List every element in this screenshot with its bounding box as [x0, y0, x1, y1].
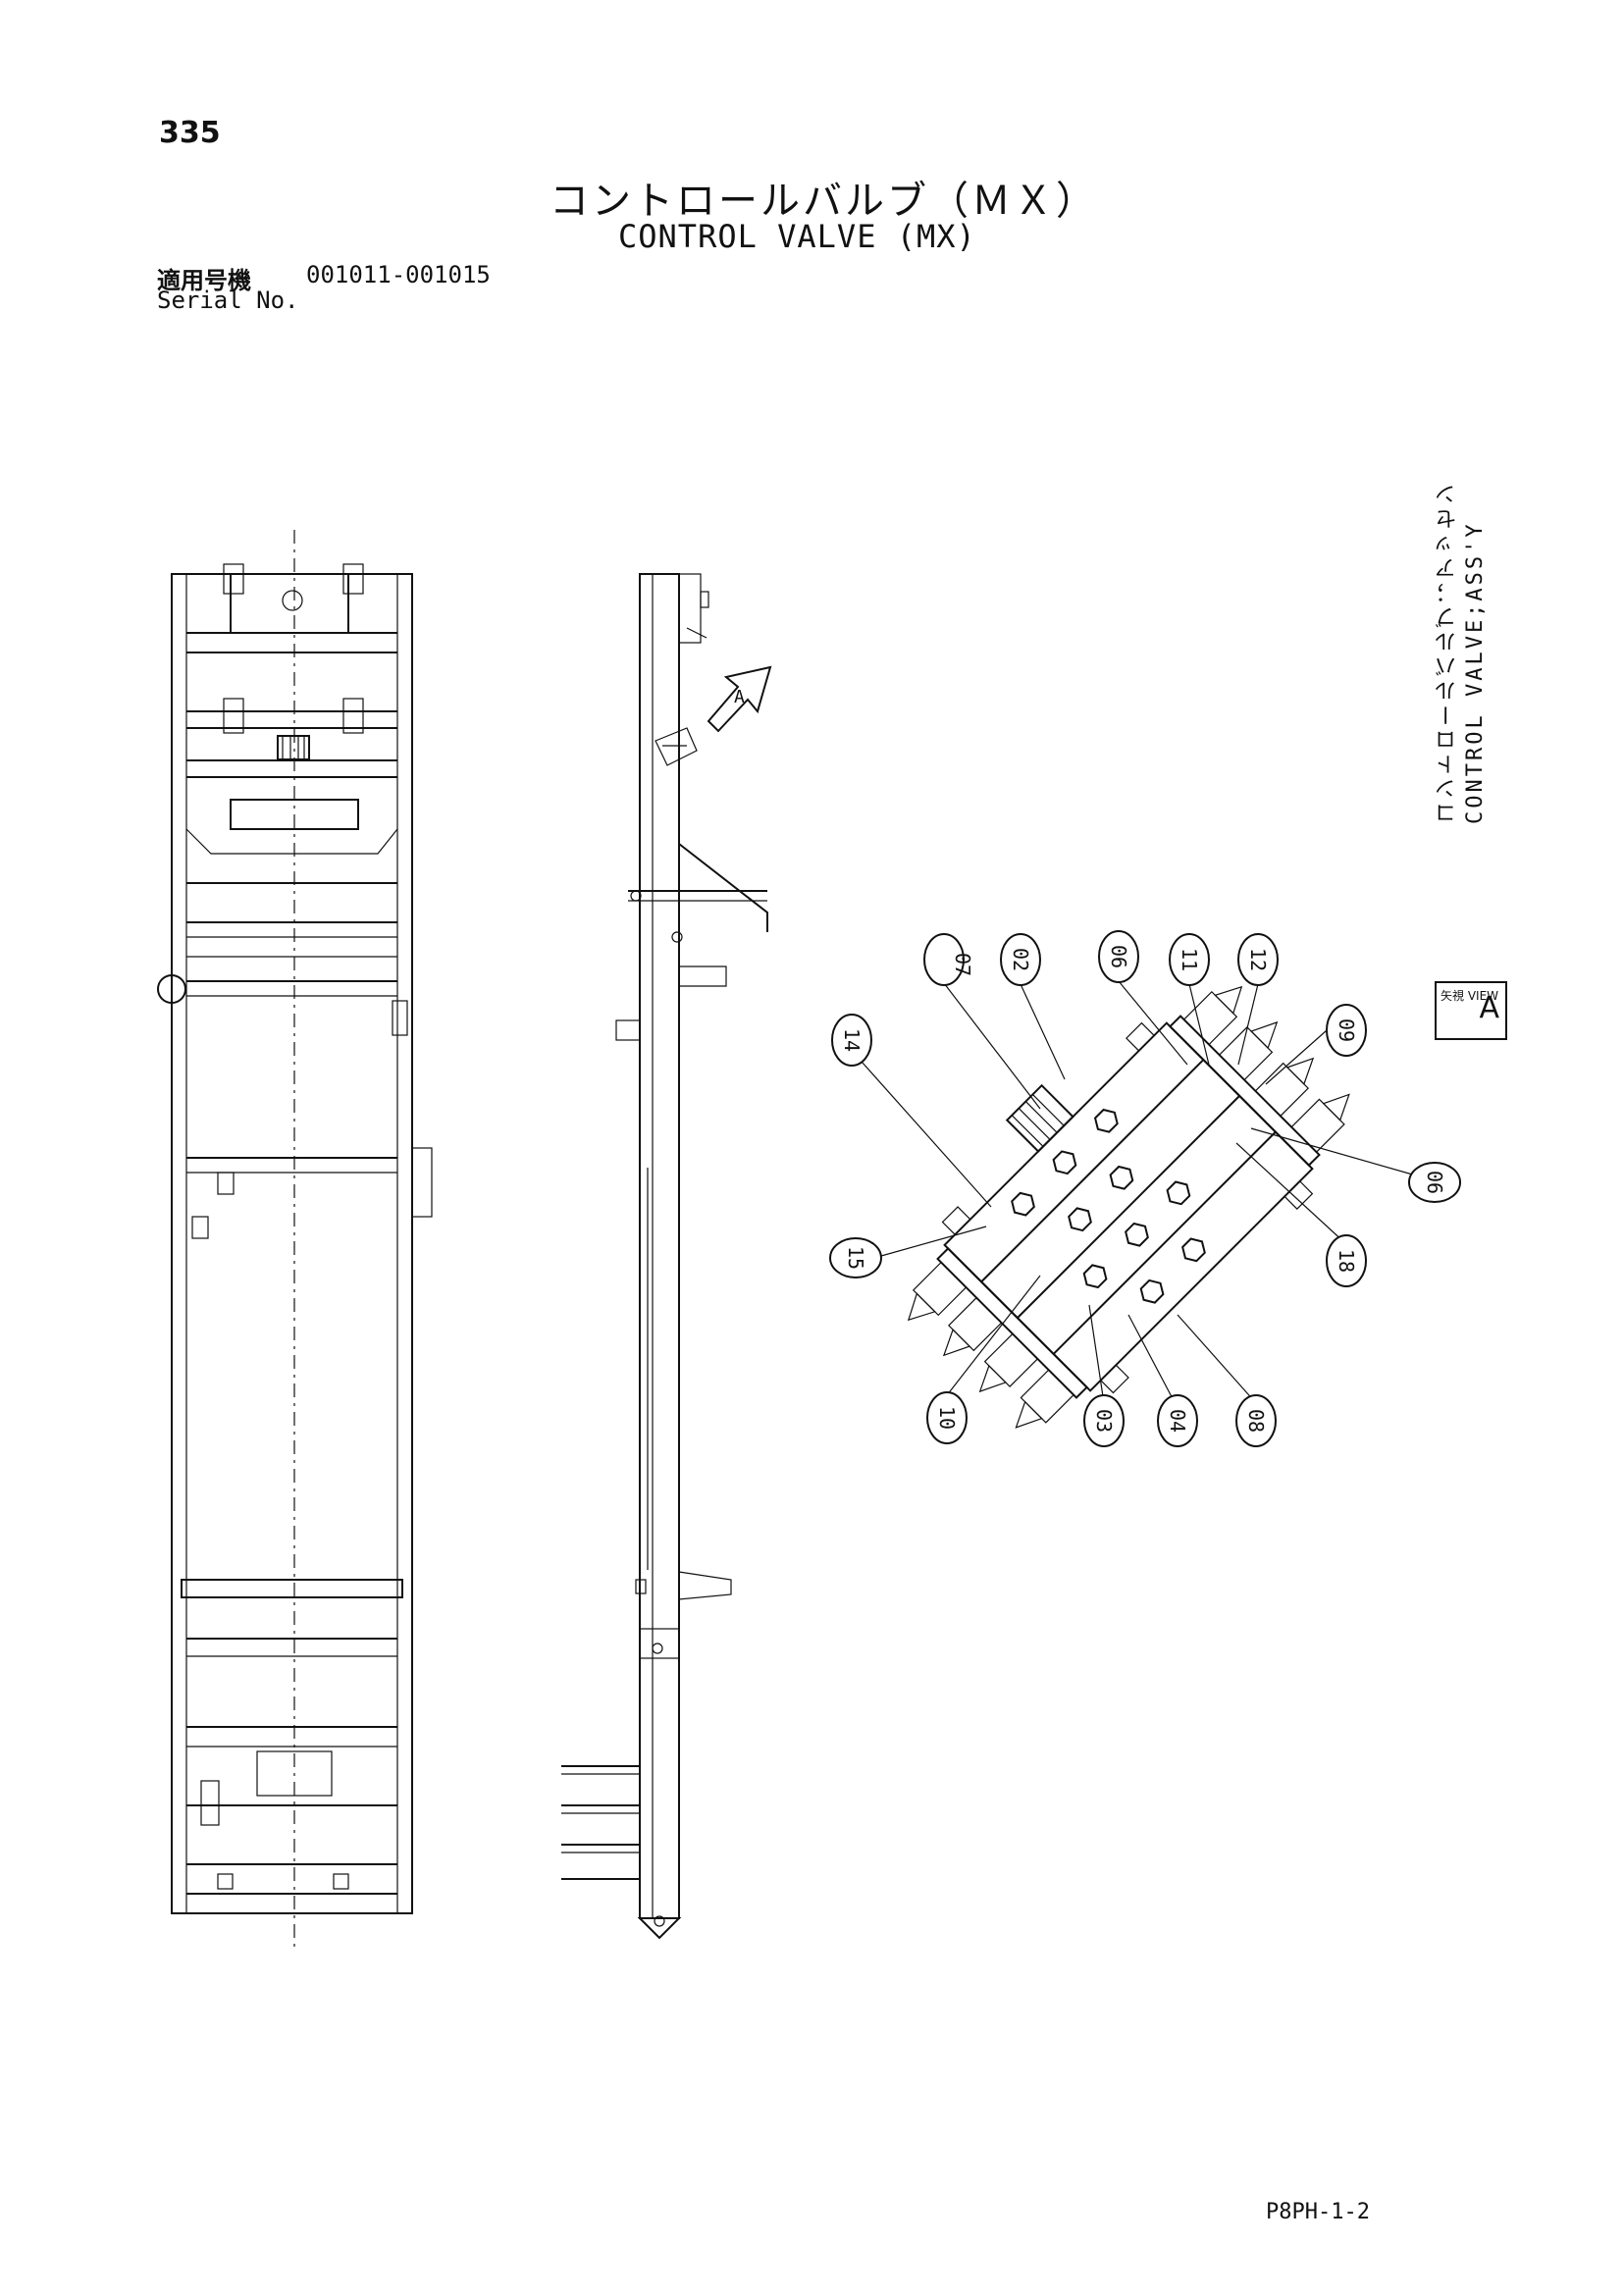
view-letter: A	[1479, 991, 1499, 1025]
svg-text:11: 11	[1178, 948, 1201, 971]
document-code: P8PH-1-2	[1266, 2200, 1370, 2224]
callout-14: 14	[831, 1014, 872, 1067]
svg-text:06: 06	[1423, 1171, 1446, 1194]
callout-15: 15	[829, 1237, 882, 1278]
callout-07: 07	[923, 933, 974, 986]
view-label: 矢視 VIEW	[1441, 989, 1499, 1003]
callout-18: 18	[1326, 1234, 1367, 1287]
title-japanese: コントロールバルブ（ＭＸ）	[550, 179, 1098, 224]
callout-02: 02	[1000, 933, 1041, 986]
callout-09: 09	[1326, 1004, 1367, 1057]
view-a-box: 矢視 VIEW A	[1435, 981, 1507, 1040]
serial-label-japanese: 適用号機	[157, 267, 251, 294]
svg-text:02: 02	[1009, 948, 1032, 971]
boom-top-view	[157, 530, 433, 1953]
svg-text:04: 04	[1166, 1409, 1189, 1433]
title-english: CONTROL VALVE (MX)	[618, 218, 976, 255]
svg-text:07: 07	[951, 953, 974, 976]
svg-text:10: 10	[935, 1406, 959, 1430]
callout-10: 10	[926, 1391, 968, 1444]
svg-text:08: 08	[1244, 1409, 1268, 1433]
boom-side-view: A	[561, 573, 772, 1940]
callout-04: 04	[1157, 1394, 1198, 1447]
callout-06-right: 06	[1408, 1162, 1461, 1203]
callout-08: 08	[1235, 1394, 1277, 1447]
callout-11: 11	[1169, 933, 1210, 986]
svg-text:06: 06	[1107, 945, 1130, 968]
svg-text:14: 14	[840, 1028, 864, 1052]
svg-text:18: 18	[1335, 1249, 1358, 1273]
svg-text:09: 09	[1335, 1018, 1358, 1042]
page-number: 335	[159, 116, 221, 150]
serial-range: 001011-001015	[306, 261, 491, 288]
svg-text:12: 12	[1246, 948, 1270, 971]
svg-text:15: 15	[844, 1246, 867, 1270]
view-arrow-letter: A	[734, 687, 745, 707]
callout-12: 12	[1237, 933, 1279, 986]
callout-06-top: 06	[1098, 930, 1139, 983]
control-valve-detail	[907, 985, 1350, 1429]
leader-lines	[861, 980, 1424, 1409]
svg-text:03: 03	[1092, 1409, 1116, 1433]
serial-label-english: Serial No.	[157, 287, 299, 314]
callout-03: 03	[1083, 1394, 1125, 1447]
